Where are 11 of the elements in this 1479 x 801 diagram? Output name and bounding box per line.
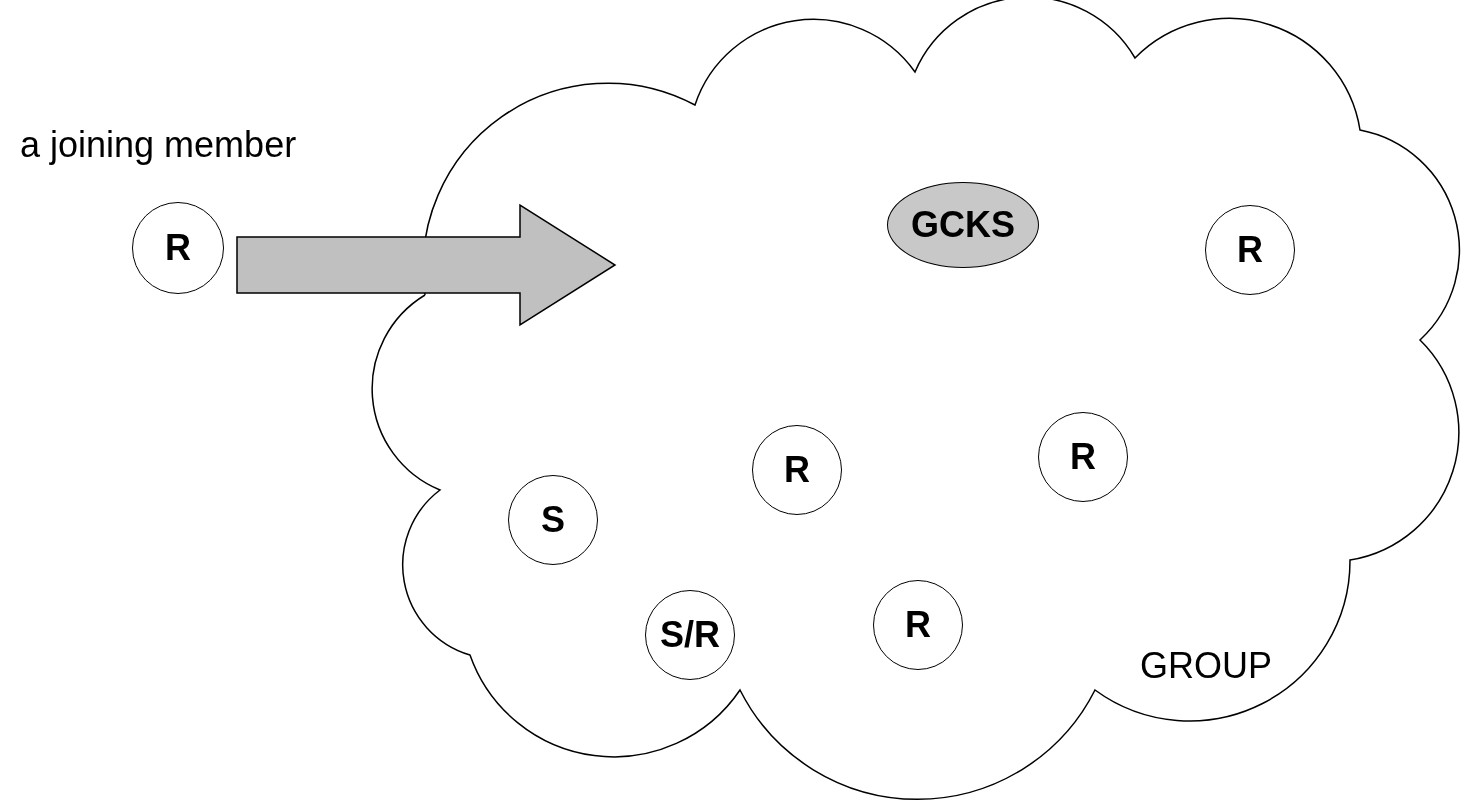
node-label: R [784,449,810,491]
node-label: R [1070,436,1096,478]
node-label: R [1237,229,1263,271]
node-label: R [165,227,191,269]
node-label: GCKS [911,204,1015,246]
node-label: S/R [660,614,720,656]
node-label: S [541,499,565,541]
node-label: R [905,604,931,646]
node-caption: a joining member [20,124,297,166]
group-label: GROUP [1140,645,1272,687]
block-arrow [236,203,617,327]
